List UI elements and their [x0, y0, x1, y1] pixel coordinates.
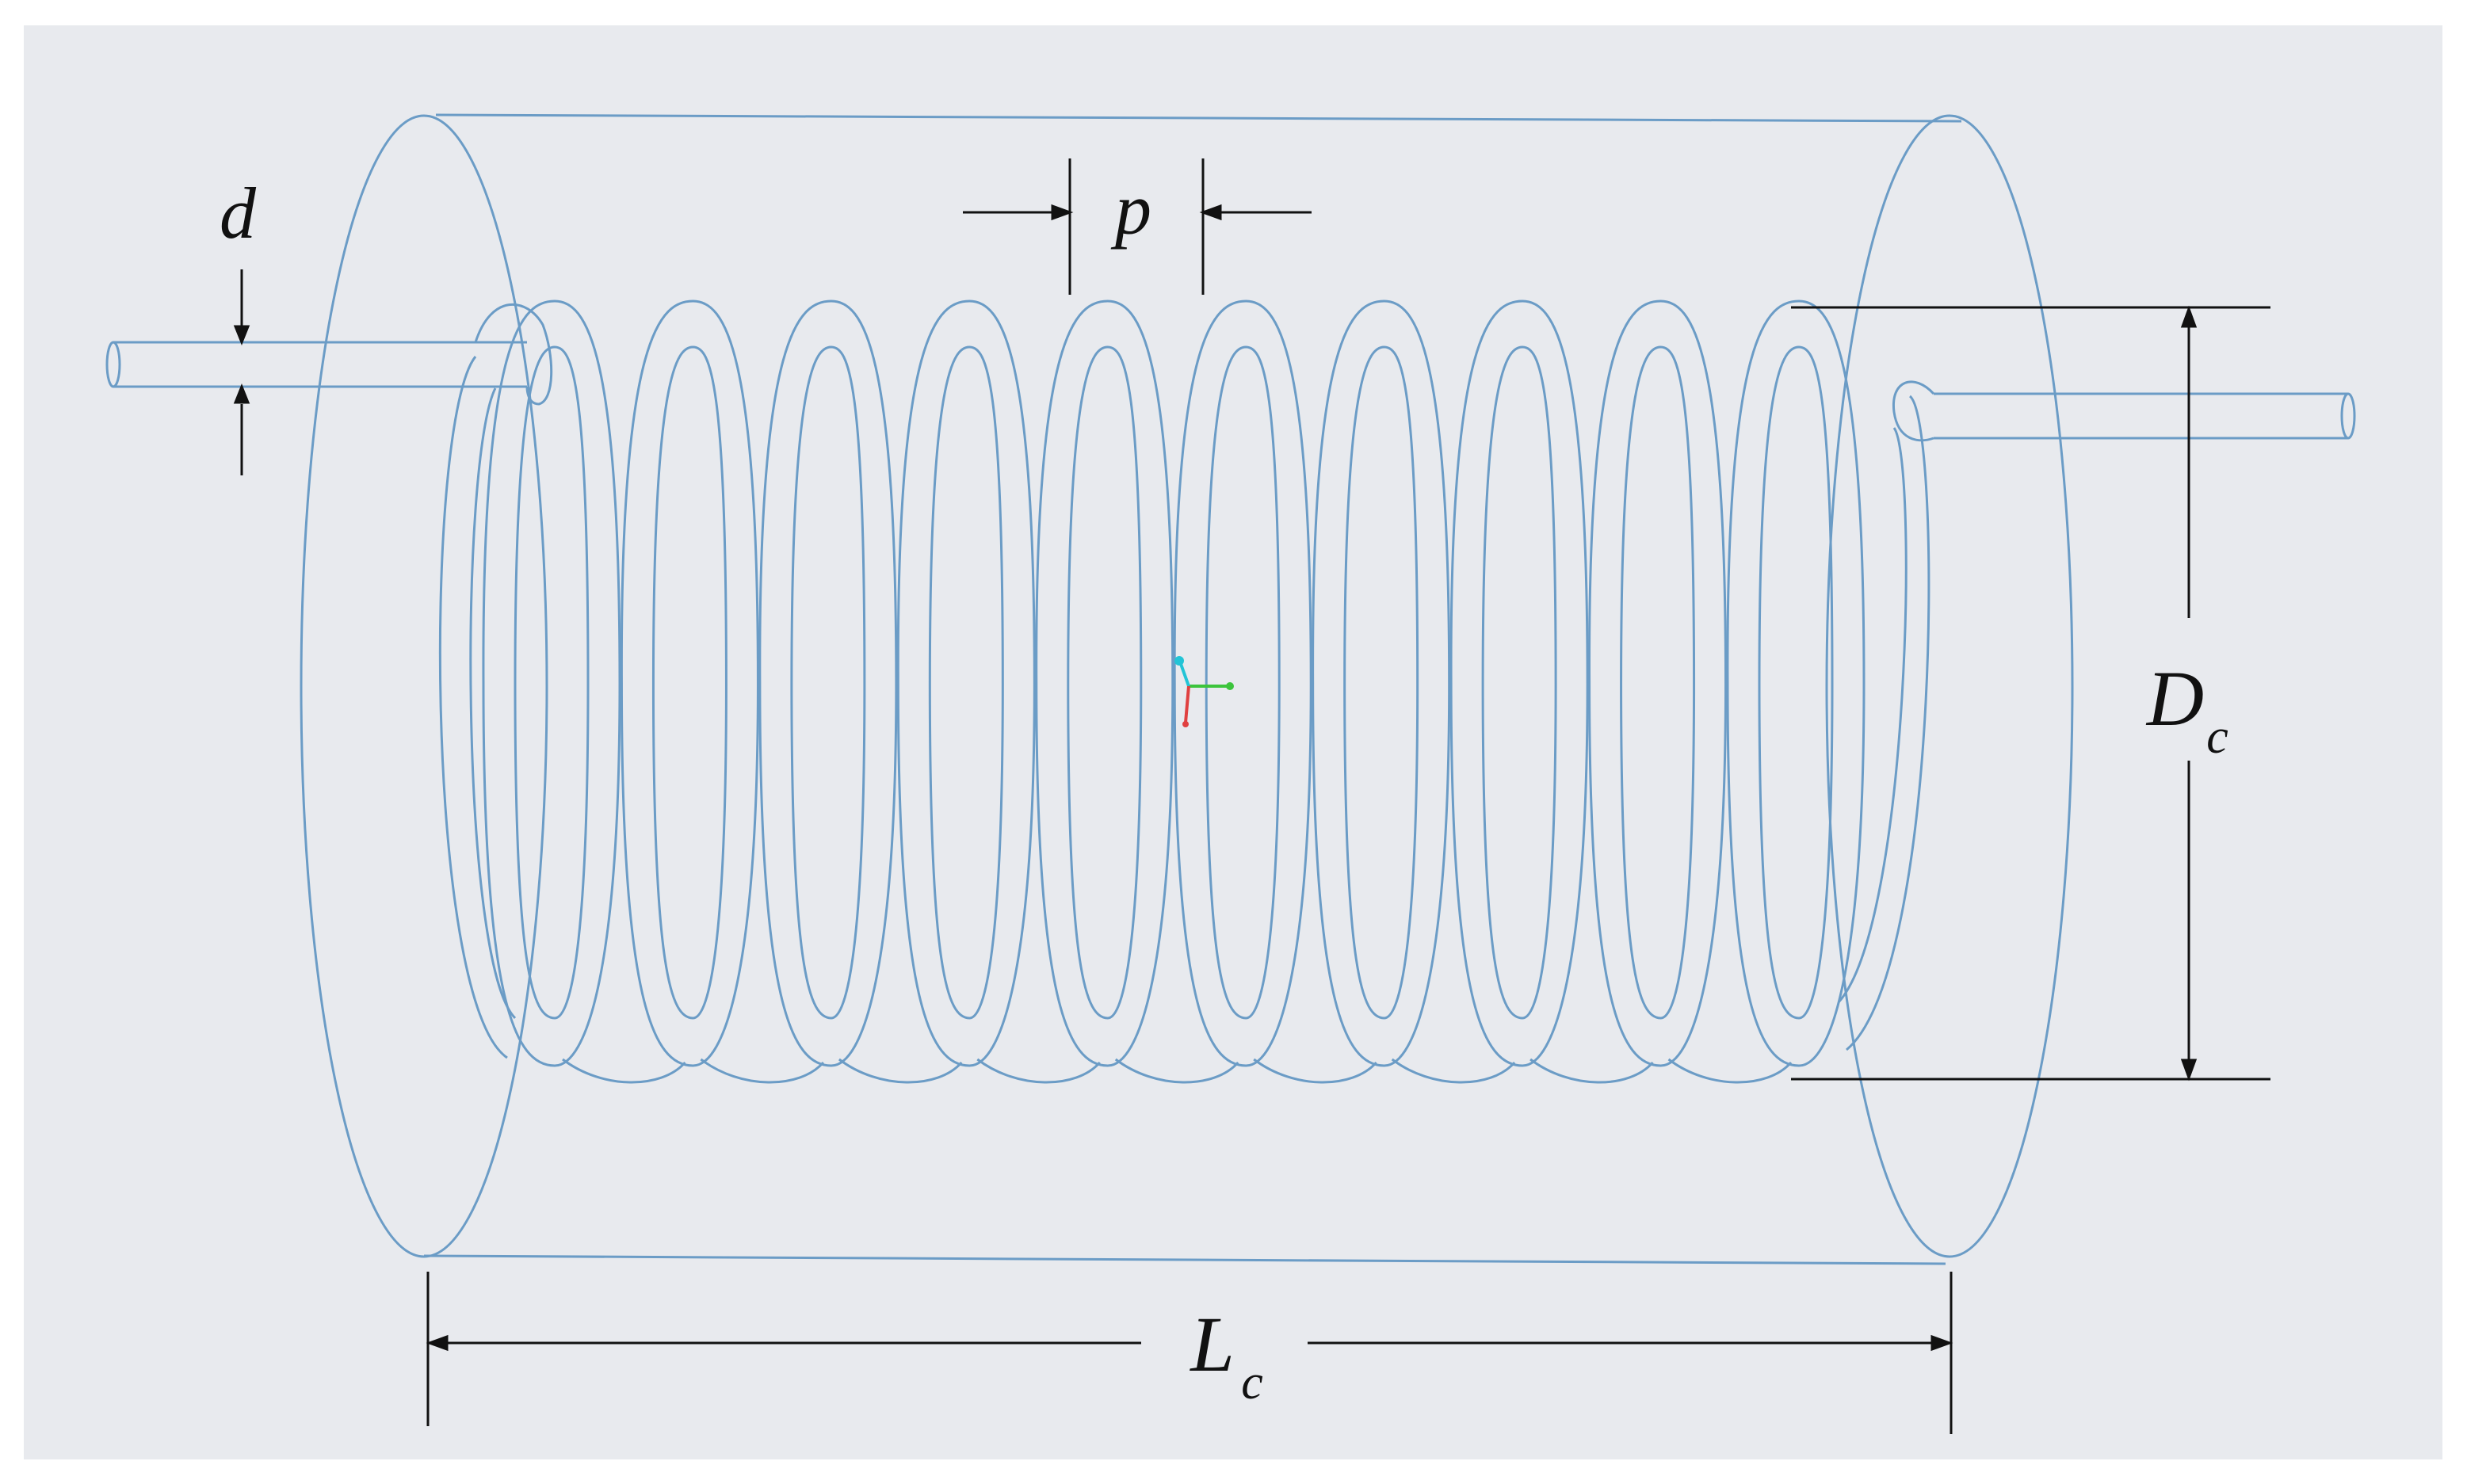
triad-y-axis [1179, 663, 1190, 687]
coil-turn-outer [896, 299, 1036, 1067]
coil-turn-inner [1758, 345, 1834, 1020]
coil-turn-outer [758, 299, 898, 1067]
coil-turn-connector [1253, 1058, 1377, 1084]
outer-cylinder [300, 113, 2074, 1265]
coil-turn-inner [790, 345, 866, 1020]
coil-turn-inner [1067, 345, 1143, 1020]
d-arrow-top-head [233, 325, 250, 346]
coil-turn-inner [1343, 345, 1419, 1020]
coil-turn-inner [1205, 345, 1281, 1020]
coil-turn-connector [562, 1058, 686, 1084]
coil-length-subscript: c [1241, 1356, 1263, 1410]
coil-turn-connector [1391, 1058, 1516, 1084]
coil-turn-inner [514, 345, 590, 1020]
coil-turn-outer [1173, 299, 1312, 1067]
coil-turn-inner [651, 345, 727, 1020]
left-lead-tube [105, 303, 553, 406]
coil-diameter-label: D [2145, 654, 2204, 742]
lc-arrow-left-head [426, 1334, 449, 1352]
coordinate-triad-icon [1174, 656, 1234, 727]
pitch-label: p [1110, 169, 1151, 250]
coil-turn-outer [1035, 299, 1174, 1067]
coil-turn-inner [1481, 345, 1557, 1020]
p-arrow-left-head [1051, 204, 1074, 221]
wire-diameter-dimension [233, 269, 250, 475]
cylinder-bottom-edge [423, 1254, 1946, 1265]
dc-arrow-top-head [2180, 305, 2198, 328]
wire-diameter-label: d [220, 173, 257, 254]
cylinder-top-edge [435, 113, 1962, 123]
coil-turn-connector [838, 1058, 963, 1084]
right-lead-bend [1892, 380, 1935, 442]
coil-turn-outer [1726, 299, 1866, 1067]
coil-left-back-ring [438, 356, 508, 1059]
right-lead-tube [1892, 380, 2356, 442]
cylinder-right-end [1825, 114, 2074, 1258]
coil-length-label: L [1189, 1300, 1235, 1388]
triad-y-dot [1174, 656, 1184, 666]
coil-left-back-ring-inner [469, 387, 517, 1020]
coil-turn-outer [1588, 299, 1728, 1067]
coil-turn-outer [1449, 299, 1589, 1067]
coil-right-back-ring-inner [1837, 427, 1908, 1004]
coil-turn-connector [700, 1058, 825, 1084]
left-lead-bend [474, 303, 553, 406]
coil-diameter-dimension [1791, 305, 2270, 1082]
coil-turn-inner [1620, 345, 1696, 1020]
coil-turn-outer [482, 299, 621, 1067]
coil-turn-connector [1114, 1058, 1239, 1084]
p-arrow-right-head [1199, 204, 1222, 221]
lc-arrow-right-head [1930, 1334, 1953, 1352]
background-panel [24, 25, 2442, 1459]
pitch-dimension [963, 158, 1312, 295]
coil-turn-connector [1667, 1058, 1793, 1084]
triad-z-axis [1184, 685, 1190, 723]
dc-arrow-bottom-head [2180, 1059, 2198, 1082]
triad-x-dot [1226, 682, 1234, 690]
coil-turn-connector [976, 1058, 1101, 1084]
coil-right-back-ring [1846, 395, 1930, 1051]
triad-z-dot [1182, 721, 1189, 727]
coil-turn-inner [928, 345, 1004, 1020]
helical-coil [438, 299, 1930, 1084]
coil-diameter-subscript: c [2206, 710, 2228, 764]
coil-turn-outer [1312, 299, 1451, 1067]
coil-turn-connector [1529, 1058, 1654, 1084]
d-arrow-bottom-head [233, 383, 250, 404]
coil-length-dimension [426, 1272, 1953, 1434]
coil-turn-outer [620, 299, 759, 1067]
